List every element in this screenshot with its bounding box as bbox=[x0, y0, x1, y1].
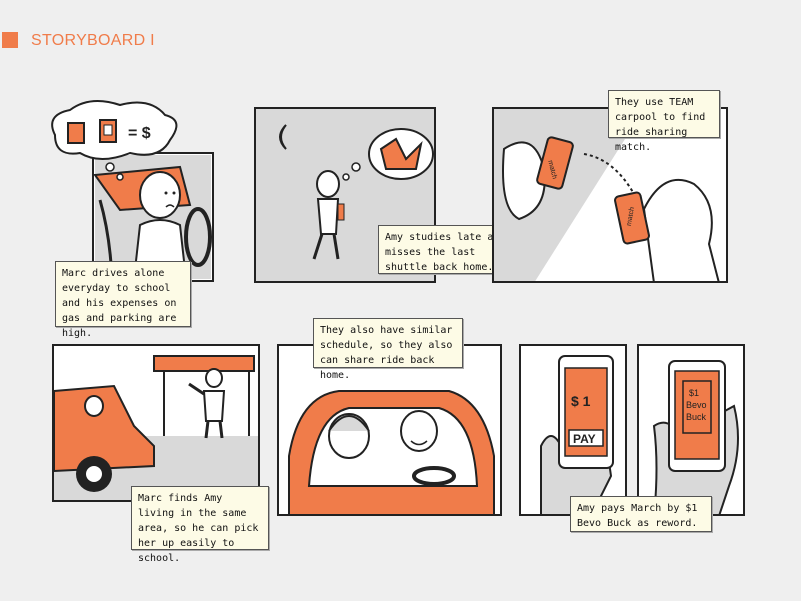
panel6a-drawing: $ 1 PAY bbox=[521, 346, 625, 514]
panel4-drawing bbox=[54, 346, 258, 500]
caption-panel4: Marc finds Amy living in the same area, … bbox=[131, 486, 269, 564]
caption-panel3-text: They use TEAM carpool to find ride shari… bbox=[615, 97, 706, 153]
caption-panel5: They also have similar schedule, so they… bbox=[313, 318, 463, 381]
phone-match-b-text: match bbox=[626, 206, 636, 226]
panel2-drawing bbox=[279, 124, 434, 260]
bevo-line1-text: $1 bbox=[689, 388, 699, 398]
pay-button-text: PAY bbox=[573, 432, 596, 446]
panel5-drawing bbox=[288, 390, 495, 514]
panel-pay: $ 1 PAY bbox=[519, 344, 627, 516]
pay-amount-text: $ 1 bbox=[571, 393, 591, 409]
panel1-drawing: = $ bbox=[51, 100, 214, 282]
caption-panel4-text: Marc finds Amy living in the same area, … bbox=[138, 493, 259, 564]
caption-panel3: They use TEAM carpool to find ride shari… bbox=[608, 90, 720, 153]
caption-panel5-text: They also have similar schedule, so they… bbox=[320, 325, 453, 381]
bevo-line2-text: Bevo bbox=[686, 400, 707, 410]
panel-share-ride bbox=[277, 344, 502, 516]
page-title: STORYBOARD I bbox=[31, 32, 155, 49]
caption-panel6: Amy pays March by $1 Bevo Buck as reword… bbox=[570, 496, 712, 532]
caption-panel1-text: Marc drives alone everyday to school and… bbox=[62, 268, 177, 339]
title-marker bbox=[2, 32, 18, 48]
caption-panel1: Marc drives alone everyday to school and… bbox=[55, 261, 191, 339]
panel6b-drawing: $1 Bevo Buck bbox=[639, 346, 743, 514]
panel3-drawing: match match bbox=[494, 109, 720, 281]
bevo-line3-text: Buck bbox=[686, 412, 707, 422]
caption-panel2-text: Amy studies late and misses the last shu… bbox=[385, 232, 506, 273]
panel-pickup bbox=[52, 344, 260, 502]
caption-panel6-text: Amy pays March by $1 Bevo Buck as reword… bbox=[577, 503, 698, 529]
phone-match-a-text: match bbox=[546, 160, 558, 180]
thought-equals-text: = $ bbox=[128, 125, 151, 142]
panel-bevo-buck: $1 Bevo Buck bbox=[637, 344, 745, 516]
